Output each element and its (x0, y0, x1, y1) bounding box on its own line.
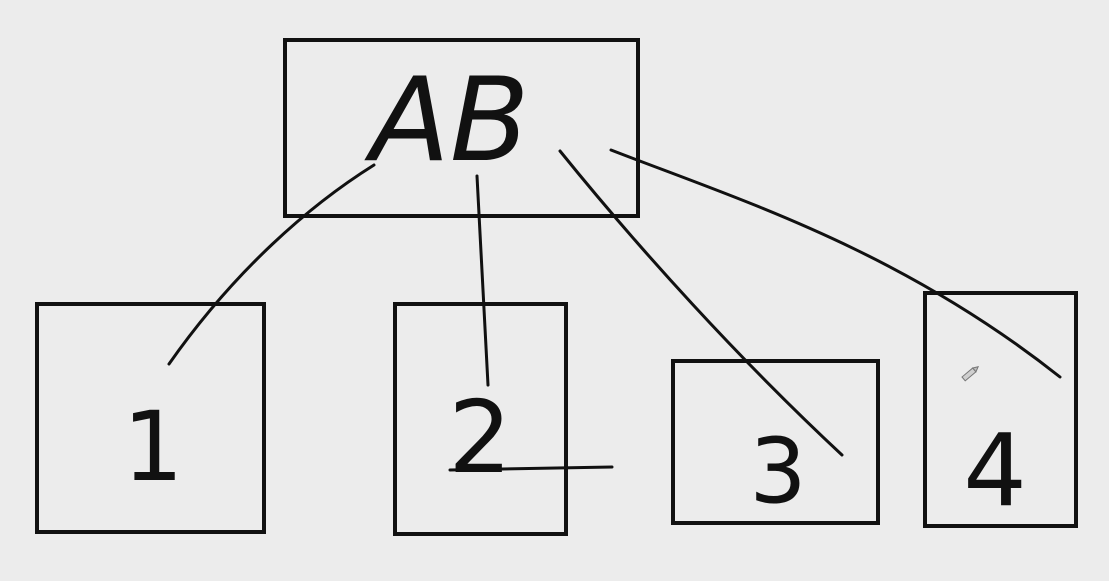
connector-root-to-1 (167, 163, 376, 366)
root-label: AB (364, 53, 530, 188)
child-box-1 (35, 302, 266, 534)
child-box-4 (923, 291, 1078, 528)
child-box-3 (671, 359, 880, 525)
child-label-3: 3 (749, 419, 806, 524)
child-box-2 (393, 302, 568, 536)
pencil-icon (961, 365, 980, 382)
connector-2-tail (448, 465, 614, 472)
connector-root-to-3 (558, 149, 844, 457)
child-label-1: 1 (122, 391, 183, 503)
root-box (283, 38, 640, 218)
connector-root-to-2 (475, 174, 490, 387)
connector-root-to-4 (609, 148, 1062, 379)
child-label-4: 4 (963, 412, 1027, 529)
child-label-2: 2 (448, 379, 512, 496)
